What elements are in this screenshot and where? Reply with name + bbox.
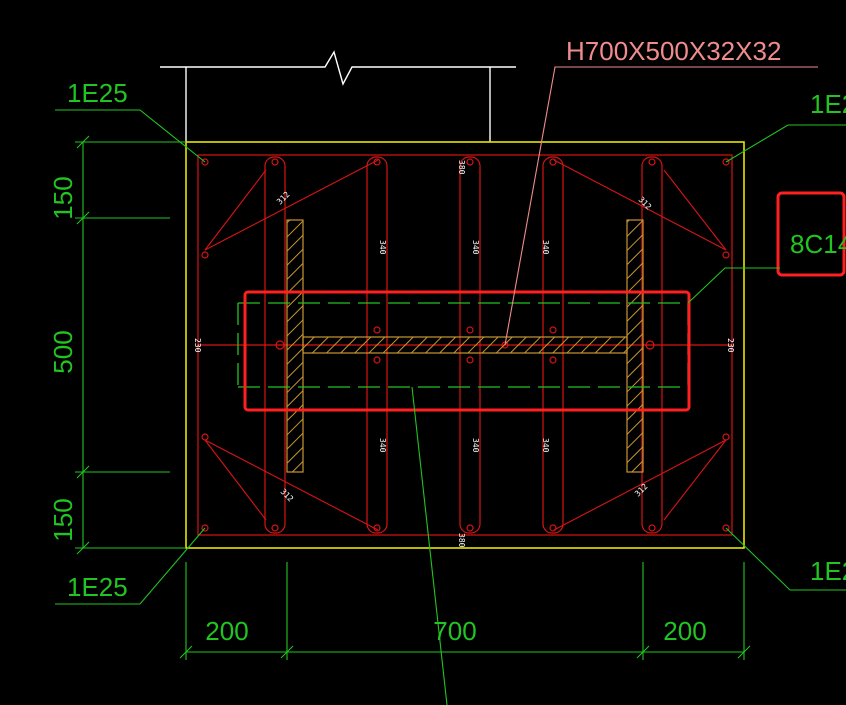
label-corner-tr: 1E2 xyxy=(810,89,846,119)
tag-stirrup-1: 340 xyxy=(378,240,387,255)
rebar-dots xyxy=(201,158,730,532)
tag-stirrup-6: 340 xyxy=(541,438,550,453)
dim-v-mid: 500 xyxy=(48,330,78,373)
concrete-outline xyxy=(185,141,745,549)
highlight-box-bars xyxy=(243,290,691,412)
dim-h-right: 200 xyxy=(663,616,706,646)
tag-diag-4: 312 xyxy=(633,482,650,499)
callout-labels: H700X500X32X32 1E25 1E2 1E25 1E2 8C14 xyxy=(67,36,846,602)
tag-diag-2: 312 xyxy=(637,195,654,212)
tag-stirrup-2: 340 xyxy=(471,240,480,255)
label-section: H700X500X32X32 xyxy=(566,36,781,66)
tag-diag-3: 312 xyxy=(279,487,296,504)
dim-h-left: 200 xyxy=(205,616,248,646)
dim-h-mid: 700 xyxy=(433,616,476,646)
label-bar-callout: 8C14 xyxy=(790,229,846,259)
tag-side-right: 230 xyxy=(726,338,735,353)
tag-diag-1: 312 xyxy=(275,190,292,207)
column-outline xyxy=(160,50,516,142)
dim-v-top: 150 xyxy=(48,176,78,219)
tag-bottom: 380 xyxy=(457,533,466,548)
tag-side-left: 230 xyxy=(193,338,202,353)
highlight-box-callout xyxy=(776,191,846,277)
tag-stirrup-4: 340 xyxy=(378,438,387,453)
diagonal-ties xyxy=(204,159,727,531)
tag-stirrup-3: 340 xyxy=(541,240,550,255)
tag-stirrup-5: 340 xyxy=(471,438,480,453)
dim-v-bottom: 150 xyxy=(48,498,78,541)
label-corner-tl: 1E25 xyxy=(67,78,128,108)
dim-vertical xyxy=(75,135,186,555)
tag-top: 380 xyxy=(457,160,466,175)
steel-h-section xyxy=(286,219,644,473)
bar-mark-tags: 380 380 340 340 340 340 340 340 312 312 … xyxy=(193,160,735,548)
label-corner-bl: 1E25 xyxy=(67,572,128,602)
dim-horizontal xyxy=(179,562,751,660)
label-corner-br: 1E2 xyxy=(810,556,846,586)
dim-texts: 150 500 150 200 700 200 xyxy=(48,176,707,646)
leader-lines xyxy=(55,66,846,705)
